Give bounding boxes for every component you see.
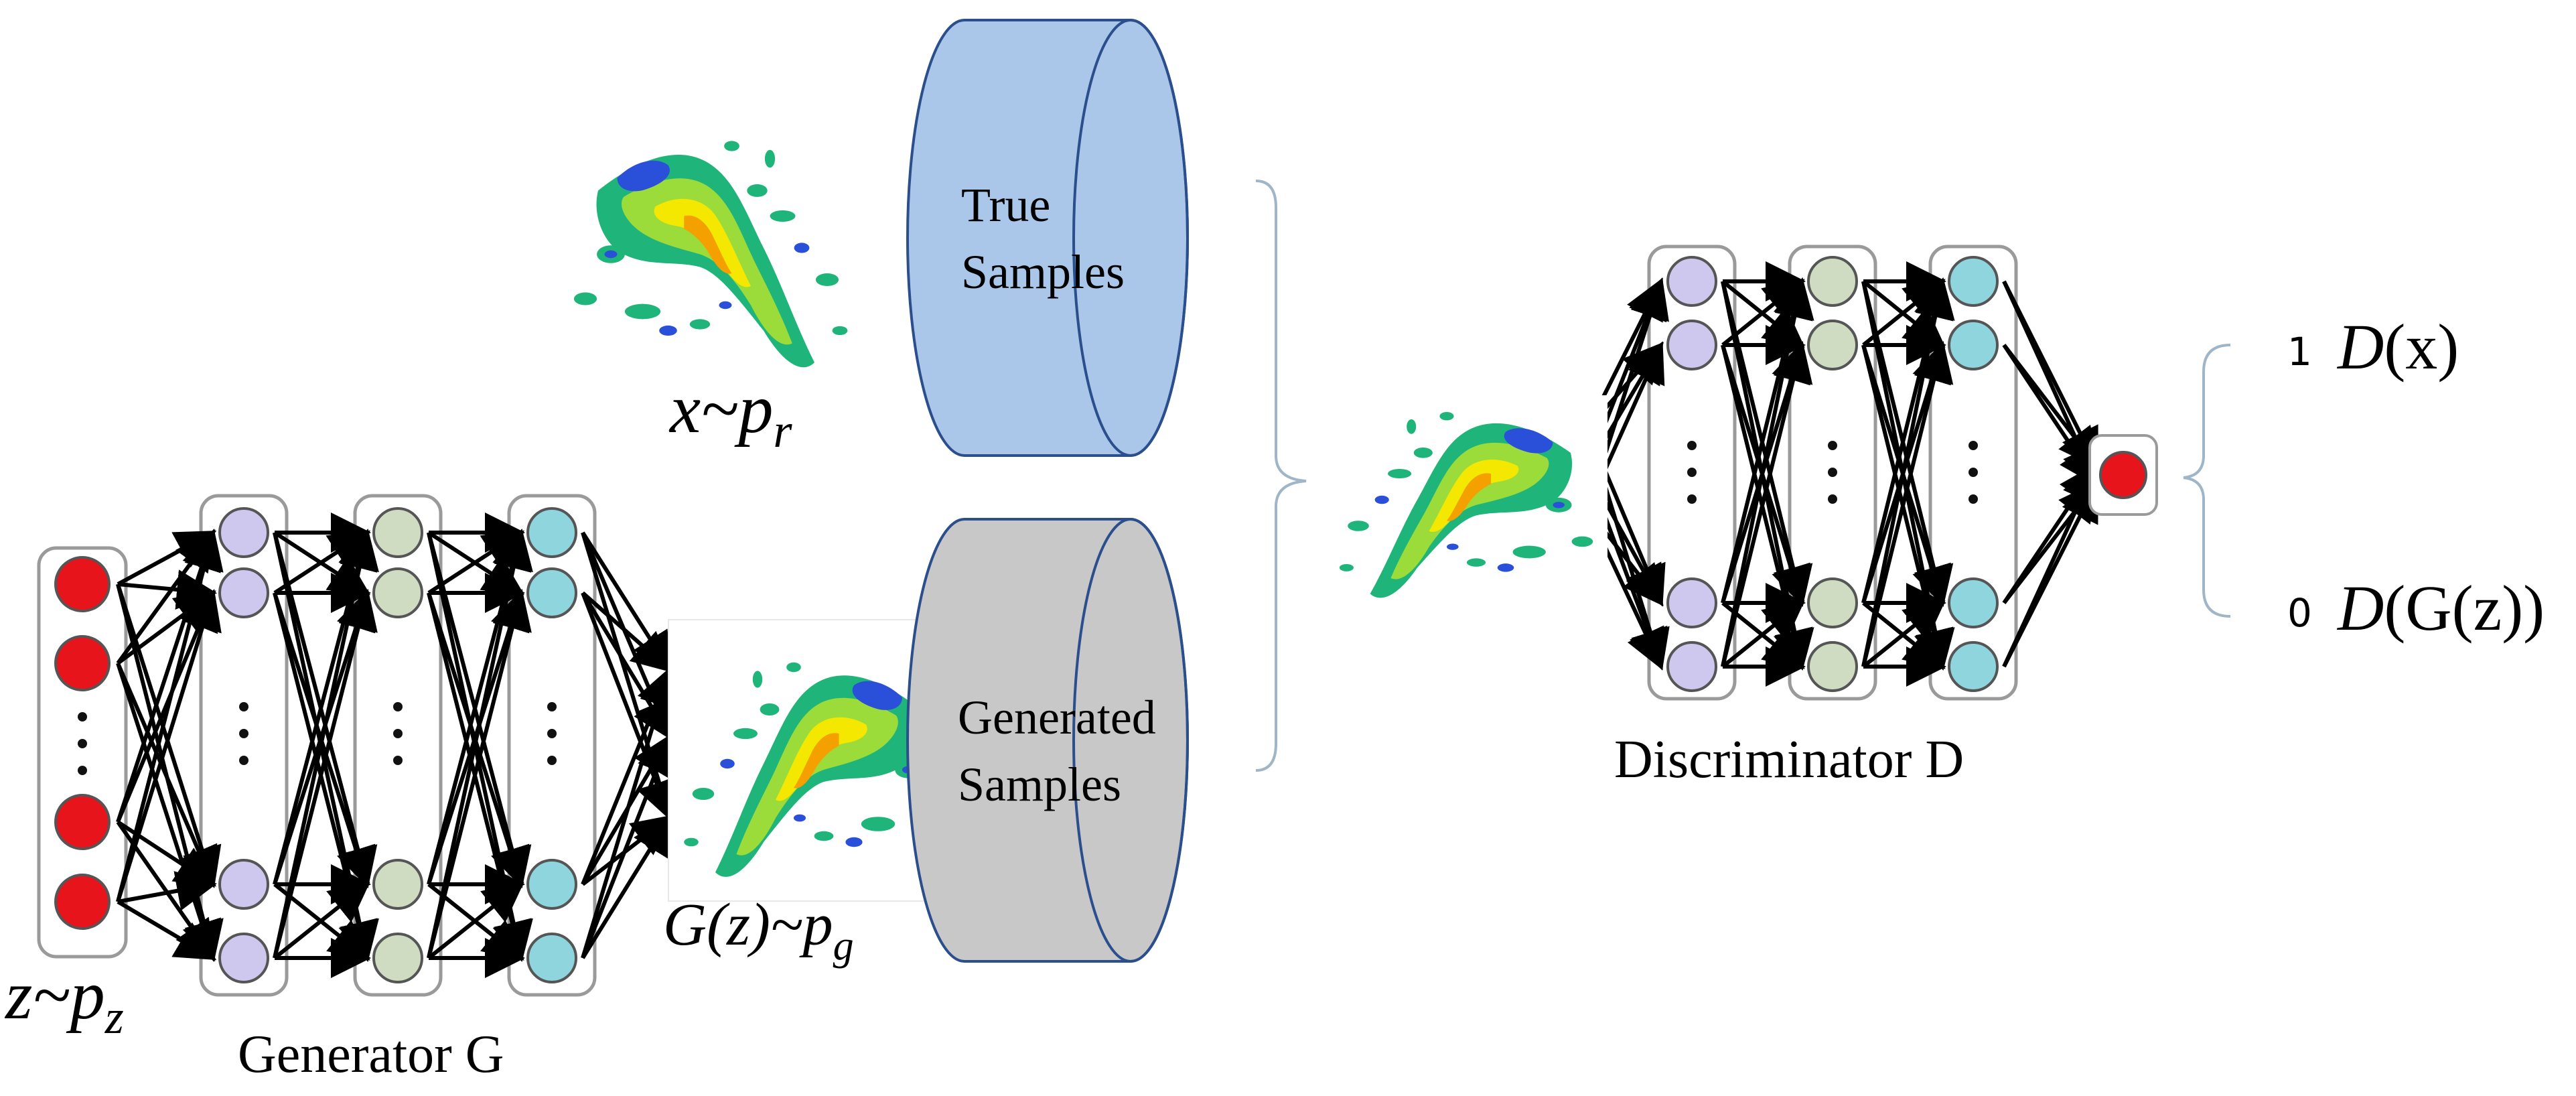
generator-edge bbox=[116, 662, 218, 888]
vertical-dots-icon bbox=[1828, 468, 1837, 477]
vertical-dots-icon bbox=[1687, 494, 1697, 504]
vertical-dots-icon bbox=[547, 729, 557, 738]
generator-layer2-node bbox=[372, 567, 423, 618]
true-samples-cylinder bbox=[906, 19, 1189, 457]
vertical-dots-icon bbox=[239, 729, 248, 738]
discriminator-edge bbox=[2002, 344, 2099, 487]
discriminator-edge bbox=[2002, 280, 2100, 488]
vertical-dots-icon bbox=[1687, 468, 1697, 477]
merge-bracket bbox=[1255, 180, 1307, 772]
vertical-dots-icon bbox=[547, 702, 557, 711]
discriminator-layer2-node bbox=[1807, 577, 1858, 628]
vertical-dots-icon bbox=[78, 766, 87, 775]
generator-label: Generator G bbox=[238, 1025, 504, 1084]
vertical-dots-icon bbox=[239, 756, 248, 765]
discriminator-layer1-node bbox=[1666, 256, 1717, 307]
discriminator-layer3-node bbox=[1948, 577, 1999, 628]
vertical-dots-icon bbox=[78, 712, 87, 722]
vertical-dots-icon bbox=[393, 756, 403, 765]
discriminator-edge bbox=[1861, 341, 1954, 667]
discriminator-edge bbox=[1721, 600, 1805, 669]
generator-layer3-node bbox=[526, 859, 577, 910]
true-samples-label-1: True bbox=[961, 178, 1050, 232]
generated-samples-cylinder bbox=[906, 518, 1189, 963]
generator-edge bbox=[581, 666, 679, 959]
generated-samples-label-2: Samples bbox=[958, 758, 1121, 811]
discriminator-edge bbox=[1861, 277, 1954, 604]
generator-layer2-node bbox=[372, 507, 423, 558]
vertical-dots-icon bbox=[1969, 441, 1978, 450]
output-fake-value: 0 bbox=[2287, 590, 2312, 636]
discriminator-layer3-node bbox=[1948, 641, 1999, 692]
discriminator-edge bbox=[1721, 341, 1813, 667]
generator-edge bbox=[116, 529, 221, 823]
discriminator-label: Discriminator D bbox=[1614, 730, 1964, 789]
generator-hidden-layer-1 bbox=[199, 494, 289, 997]
generator-layer3-node bbox=[526, 507, 577, 558]
generator-input-node bbox=[54, 556, 111, 612]
discriminator-layer3-node bbox=[1948, 320, 1999, 370]
generator-input-node bbox=[54, 794, 111, 850]
vertical-dots-icon bbox=[1969, 494, 1978, 504]
discriminator-layer1-node bbox=[1666, 641, 1717, 692]
true-samples-label-2: Samples bbox=[961, 245, 1125, 299]
vertical-dots-icon bbox=[1828, 494, 1837, 504]
generator-layer1-node bbox=[218, 859, 269, 910]
generator-edge bbox=[581, 592, 676, 821]
vertical-dots-icon bbox=[1828, 441, 1837, 450]
generator-edge bbox=[581, 591, 673, 673]
generator-edge bbox=[117, 871, 217, 911]
generator-input-node bbox=[54, 635, 111, 691]
generated-samples-label-1: Generated bbox=[958, 691, 1156, 744]
generator-layer1-node bbox=[218, 933, 269, 983]
generated-distribution-label: G(z)~pg bbox=[663, 892, 854, 969]
vertical-dots-icon bbox=[239, 702, 248, 711]
vertical-dots-icon bbox=[1969, 468, 1978, 477]
discriminator-layer1-node bbox=[1666, 320, 1717, 370]
discriminator-layer2-node bbox=[1807, 641, 1858, 692]
real-distribution-label: x~pr bbox=[668, 370, 792, 458]
generator-edge bbox=[116, 589, 222, 902]
discriminator-layer2-node bbox=[1807, 320, 1858, 370]
vertical-dots-icon bbox=[547, 756, 557, 765]
generator-layer3-node bbox=[526, 567, 577, 618]
output-real-label: D(x) bbox=[2336, 311, 2459, 383]
generator-edge bbox=[117, 900, 217, 961]
generator-edge bbox=[273, 882, 370, 960]
output-bracket bbox=[2183, 344, 2231, 618]
discriminator-layer1-node bbox=[1666, 577, 1717, 628]
generator-edge bbox=[427, 882, 524, 960]
generator-edge bbox=[427, 589, 532, 959]
discriminator-output-node bbox=[2099, 451, 2147, 499]
vertical-dots-icon bbox=[393, 729, 403, 738]
discriminator-edge bbox=[2002, 480, 2098, 668]
discriminator-edge bbox=[1862, 600, 1946, 669]
discriminator-edge bbox=[2002, 480, 2099, 604]
output-real-value: 1 bbox=[2287, 329, 2312, 374]
generator-layer3-node bbox=[526, 933, 577, 983]
generator-edge bbox=[116, 584, 222, 888]
generator-edge bbox=[273, 589, 378, 959]
generator-layer2-node bbox=[372, 859, 423, 910]
vertical-dots-icon bbox=[393, 702, 403, 711]
generator-edge bbox=[581, 813, 672, 959]
vertical-dots-icon bbox=[1687, 441, 1697, 450]
generator-layer1-node bbox=[218, 567, 269, 618]
output-fake-label: D(G(z)) bbox=[2336, 572, 2545, 644]
vertical-dots-icon bbox=[78, 739, 87, 748]
generator-layer2-node bbox=[372, 933, 423, 983]
generator-edge bbox=[581, 733, 676, 959]
latent-distribution-label: z~pz bbox=[4, 957, 124, 1044]
discriminator-layer2-node bbox=[1807, 256, 1858, 307]
discriminator-layer3-node bbox=[1948, 256, 1999, 307]
generator-layer1-node bbox=[218, 507, 269, 558]
discriminator-edge bbox=[1721, 277, 1813, 604]
generator-input-node bbox=[54, 874, 111, 930]
